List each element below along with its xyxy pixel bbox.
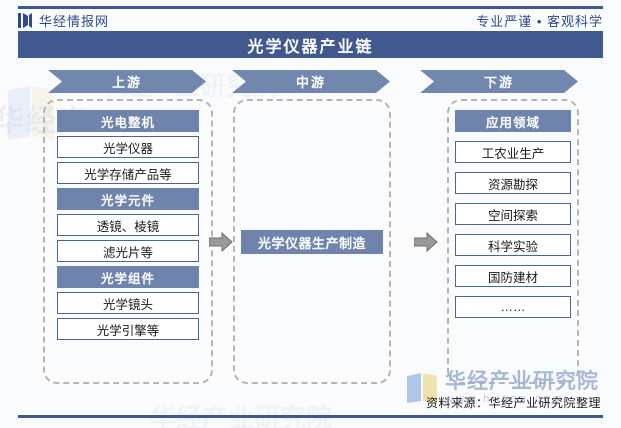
group-header: 应用领域 bbox=[455, 110, 571, 132]
list-item: 科学实验 bbox=[455, 234, 571, 256]
list-item: 光学存储产品等 bbox=[57, 162, 199, 184]
brand-name: 华经情报网 bbox=[39, 13, 110, 29]
list-item: 光学镜头 bbox=[57, 292, 199, 314]
list-item: 国防建材 bbox=[455, 265, 571, 287]
midstream-node: 光学仪器生产制造 bbox=[241, 230, 383, 254]
list-item: 工农业生产 bbox=[455, 141, 571, 163]
header-top-rule bbox=[18, 6, 603, 9]
stage-label-upstream: 上游 bbox=[111, 75, 142, 90]
brand-row: 华经情报网 专业严谨 • 客观科学 bbox=[18, 9, 603, 31]
upstream-list: 光电整机 光学仪器 光学存储产品等 光学元件 透镜、棱镜 滤光片等 光学组件 光… bbox=[57, 110, 199, 340]
list-item: …… bbox=[455, 296, 571, 318]
panel-midstream bbox=[233, 99, 391, 384]
list-item: 光学仪器 bbox=[57, 136, 199, 158]
stage-label-downstream: 下游 bbox=[483, 75, 514, 90]
list-item: 滤光片等 bbox=[57, 240, 199, 262]
book-logo-icon bbox=[18, 12, 32, 28]
page-title: 光学仪器产业链 bbox=[247, 38, 374, 56]
brand-slogan: 专业严谨 • 客观科学 bbox=[476, 13, 603, 29]
stage-label-midstream: 中游 bbox=[295, 75, 326, 90]
list-item: 资源勘探 bbox=[455, 172, 571, 194]
list-item: 光学引擎等 bbox=[57, 318, 199, 340]
background-watermark-bottom: 华经产业研究院 bbox=[150, 403, 333, 428]
downstream-list: 应用领域 工农业生产 资源勘探 空间探索 科学实验 国防建材 …… bbox=[455, 110, 571, 318]
footer-bottom-rule bbox=[18, 415, 603, 418]
list-item: 空间探索 bbox=[455, 203, 571, 225]
group-header: 光学组件 bbox=[57, 266, 199, 288]
stage-banner-upstream: 上游 bbox=[48, 70, 206, 93]
panel-downstream bbox=[447, 99, 579, 384]
stage-banner-midstream: 中游 bbox=[232, 70, 390, 93]
chart-title-bar: 光学仪器产业链 bbox=[18, 31, 603, 58]
stage-banner-downstream: 下游 bbox=[420, 70, 578, 93]
source-note: 资料来源：华经产业研究院整理 bbox=[425, 396, 601, 410]
list-item: 透镜、棱镜 bbox=[57, 214, 199, 236]
group-header: 光学元件 bbox=[57, 188, 199, 210]
brand: 华经情报网 bbox=[18, 11, 109, 30]
group-header: 光电整机 bbox=[57, 110, 199, 132]
right-arrow-icon bbox=[414, 232, 438, 252]
right-arrow-icon bbox=[209, 232, 233, 252]
